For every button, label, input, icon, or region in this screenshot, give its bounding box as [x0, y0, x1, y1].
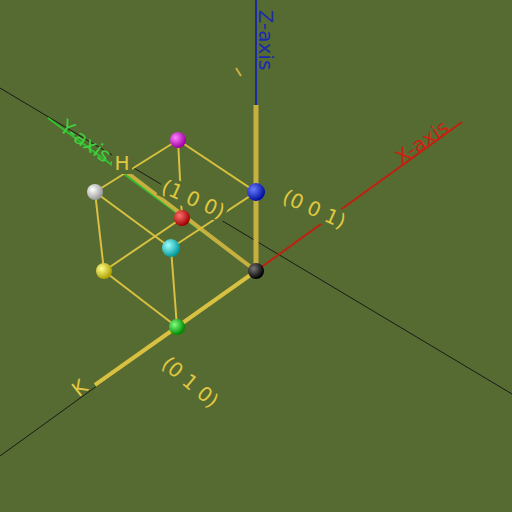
lattice-points [87, 132, 265, 335]
reflection-label: (1 0 0) [156, 175, 229, 224]
reflection-label: (0 1 0) [156, 351, 224, 413]
reflection-label: (0 0 1) [277, 185, 350, 234]
grid-lines [0, 88, 512, 456]
cube-edges [95, 140, 256, 327]
index-label: K [66, 374, 93, 402]
axis-label: Y-axis [55, 114, 117, 168]
axis-label: Z-axis [255, 8, 277, 73]
axis-label: X-axis [389, 115, 454, 170]
l-tick [236, 68, 241, 76]
index-label: H [112, 152, 131, 174]
